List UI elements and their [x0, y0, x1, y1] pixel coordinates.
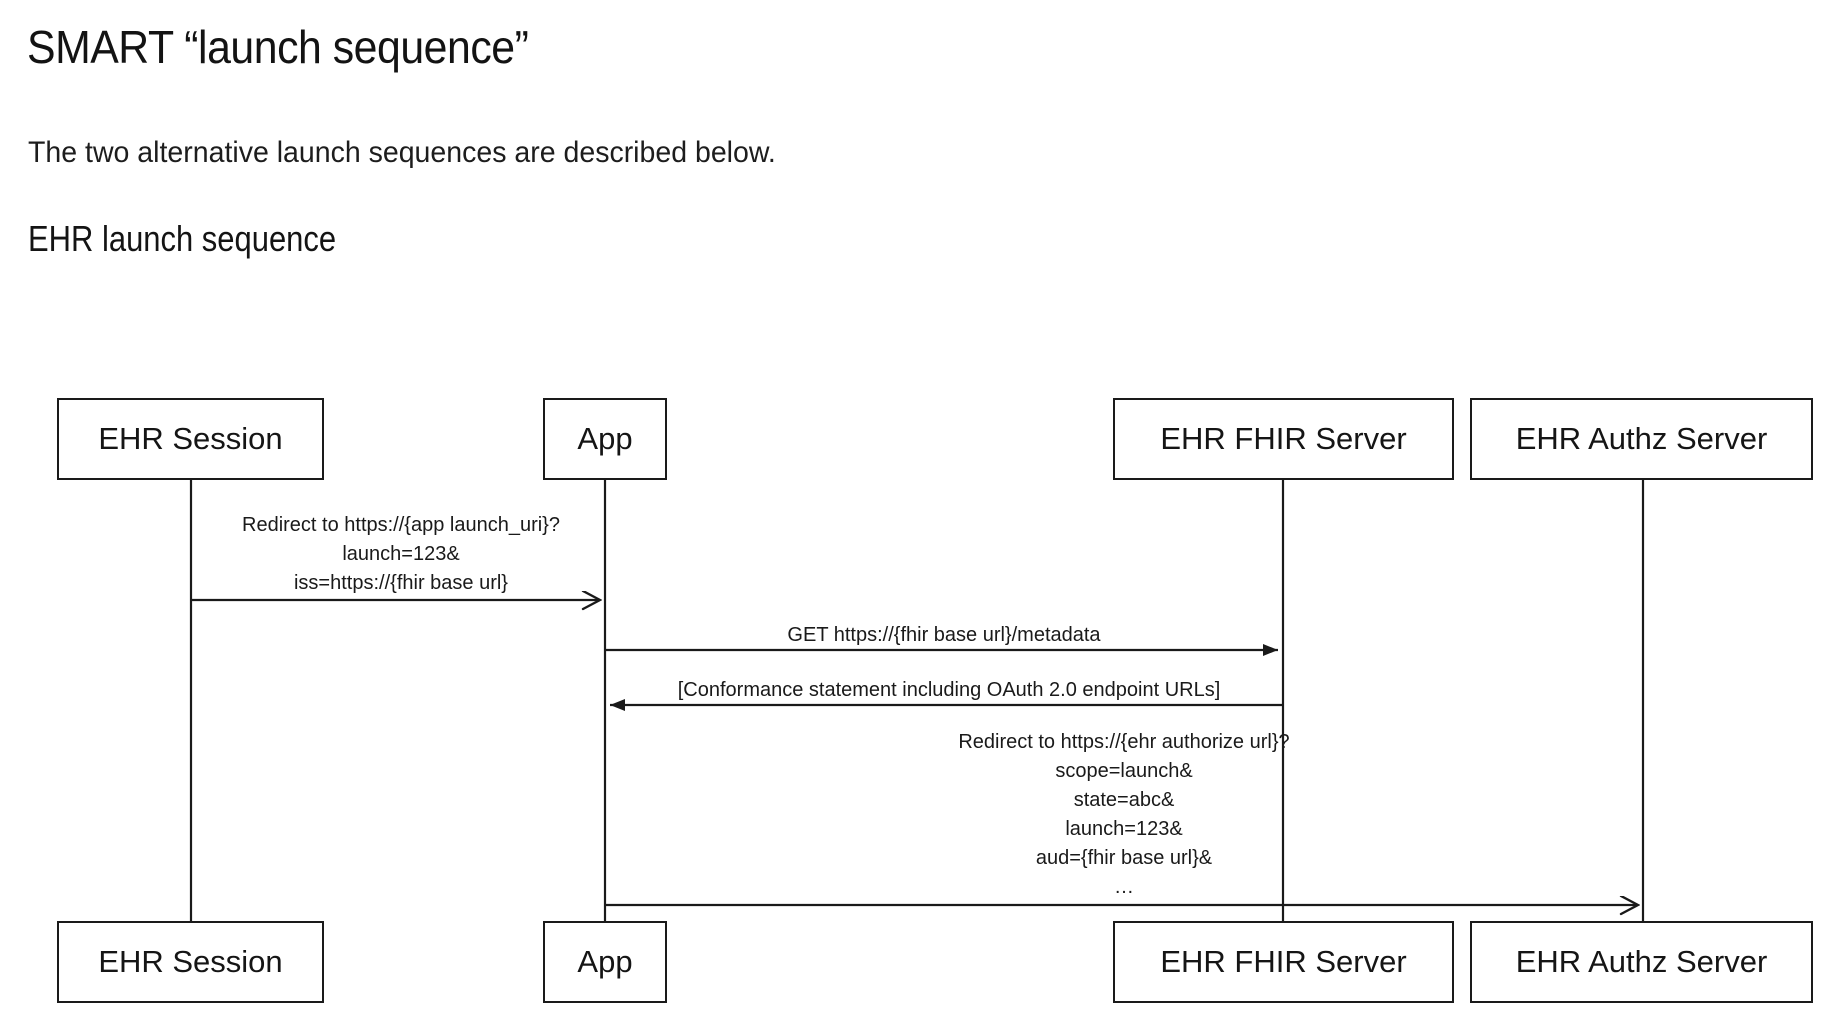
- section-heading-ehr-launch-sequence: EHR launch sequence: [28, 218, 337, 259]
- participant-label-ehr-authz-server-bottom: EHR Authz Server: [1515, 944, 1768, 979]
- participant-box-ehr-session-top[interactable]: EHR Session: [57, 398, 324, 480]
- participant-box-ehr-session-bottom[interactable]: EHR Session: [57, 921, 324, 1003]
- participant-box-ehr-fhir-server-bottom[interactable]: EHR FHIR Server: [1113, 921, 1454, 1003]
- participant-box-ehr-authz-server-top[interactable]: EHR Authz Server: [1470, 398, 1813, 480]
- participant-label-ehr-fhir-server-top: EHR FHIR Server: [1160, 421, 1407, 456]
- participant-label-ehr-fhir-server-bottom: EHR FHIR Server: [1160, 944, 1407, 979]
- participant-box-app-bottom[interactable]: App: [543, 921, 667, 1003]
- lifelines: [189, 480, 1645, 922]
- participant-box-ehr-fhir-server-top[interactable]: EHR FHIR Server: [1113, 398, 1454, 480]
- participant-label-ehr-authz-server-top: EHR Authz Server: [1515, 421, 1768, 456]
- participant-label-ehr-session-bottom: EHR Session: [98, 944, 283, 979]
- participant-box-ehr-authz-server-bottom[interactable]: EHR Authz Server: [1470, 921, 1813, 1003]
- participant-label-ehr-session-top: EHR Session: [98, 421, 283, 456]
- participant-label-app-top: App: [577, 421, 633, 456]
- participant-label-app-bottom: App: [577, 944, 633, 979]
- page-title: SMART “launch sequence”: [27, 21, 529, 73]
- intro-paragraph: The two alternative launch sequences are…: [28, 136, 776, 169]
- participant-box-app-top[interactable]: App: [543, 398, 667, 480]
